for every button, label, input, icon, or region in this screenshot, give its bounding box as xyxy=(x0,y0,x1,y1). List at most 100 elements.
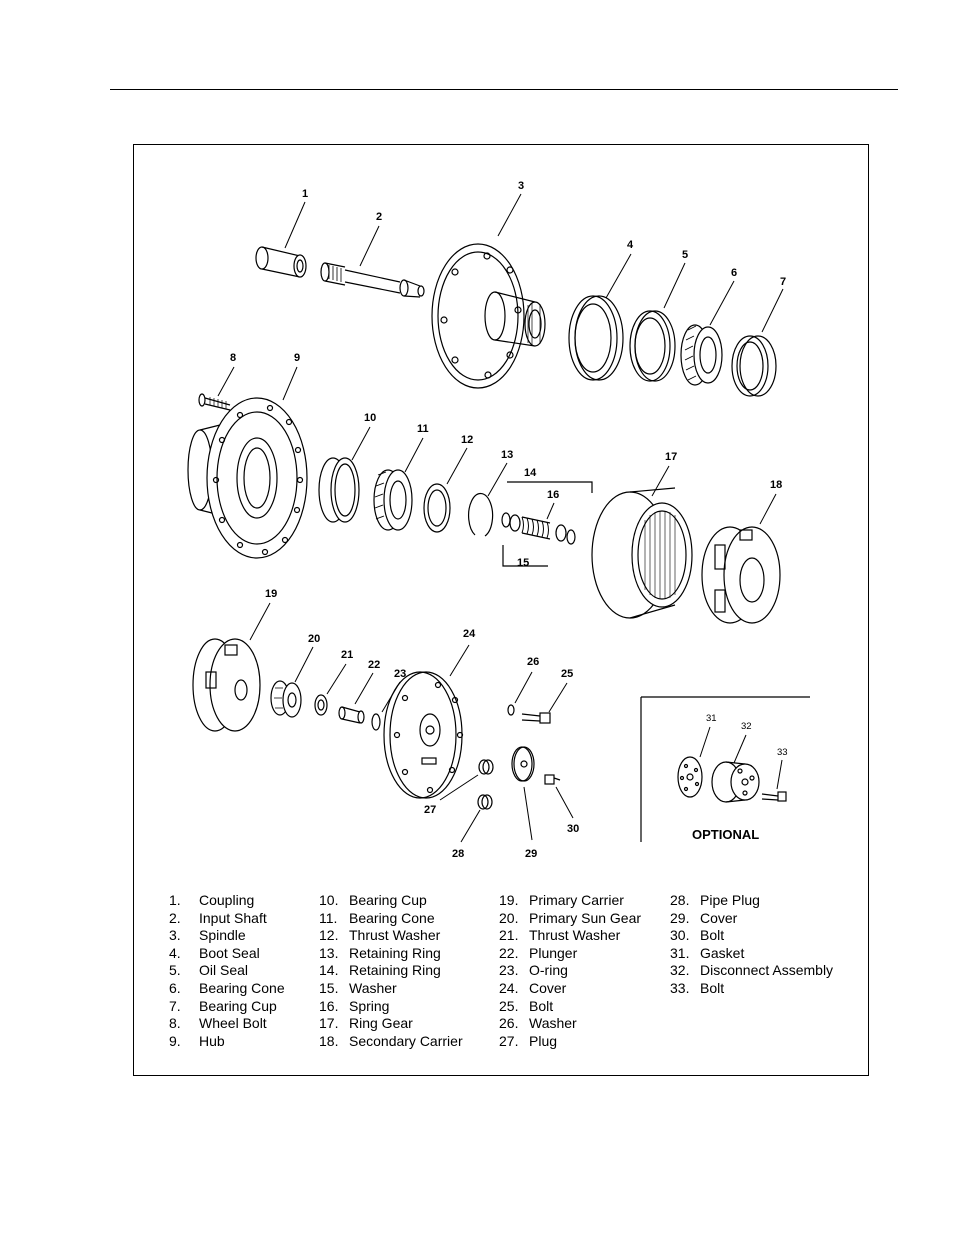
callout-33: 33 xyxy=(777,747,788,758)
legend-item: 29.Cover xyxy=(670,910,833,928)
legend-item: 32.Disconnect Assembly xyxy=(670,962,833,980)
legend-item: 18.Secondary Carrier xyxy=(319,1033,463,1051)
legend-name: Bolt xyxy=(700,927,725,944)
legend-name: Bearing Cup xyxy=(349,892,427,908)
legend-item: 16.Spring xyxy=(319,998,463,1016)
legend-name: Retaining Ring xyxy=(349,962,441,979)
thrust-washer-part xyxy=(423,483,451,533)
callout-31: 31 xyxy=(706,713,717,724)
washer-part xyxy=(507,704,515,716)
legend-item: 11.Bearing Cone xyxy=(319,910,463,928)
figure-frame xyxy=(133,144,869,1076)
legend-name: Washer xyxy=(349,979,397,996)
legend-name: Disconnect Assembly xyxy=(700,962,834,979)
legend-name: Cover xyxy=(529,979,567,996)
optional-label: OPTIONAL xyxy=(692,827,759,842)
callout-3: 3 xyxy=(518,180,524,192)
input-shaft-part xyxy=(320,262,425,298)
cover-2-part xyxy=(511,746,535,782)
legend-name: Bolt xyxy=(529,997,554,1014)
legend-item: 25. Bolt xyxy=(499,998,641,1016)
legend-number: 23. xyxy=(499,962,519,979)
callout-26: 26 xyxy=(527,656,539,668)
coupling-part xyxy=(255,246,307,278)
legend-number: 15. xyxy=(319,979,339,996)
legend-number: 1. xyxy=(169,892,181,908)
legend-number: 10. xyxy=(319,892,339,908)
hub-part xyxy=(187,397,308,559)
legend-name: Ring Gear xyxy=(349,1015,413,1032)
legend-number: 6. xyxy=(169,979,181,996)
callout-6: 6 xyxy=(731,267,737,279)
legend-number: 3. xyxy=(169,927,181,944)
legend-number: 26. xyxy=(499,1015,519,1032)
legend-name: Bearing Cone xyxy=(349,909,435,926)
legend-number: 27. xyxy=(499,1032,519,1049)
legend-name: Spindle xyxy=(199,927,246,944)
legend-number: 13. xyxy=(319,944,339,961)
legend-item: 8.Wheel Bolt xyxy=(169,1015,285,1033)
legend-number: 9. xyxy=(169,1032,181,1049)
legend-number: 19. xyxy=(499,892,519,908)
primary-carrier-part xyxy=(192,638,261,732)
legend-item: 23. O-ring xyxy=(499,962,641,980)
spring-assembly-part xyxy=(501,481,593,567)
callout-numbers: 1 2 3 4 5 6 7 8 9 10 11 12 13 14 15 16 1… xyxy=(230,180,788,860)
legend-item: 28.Pipe Plug xyxy=(670,892,833,910)
legend-name: Thrust Washer xyxy=(349,927,441,944)
legend-number: 5. xyxy=(169,962,181,979)
callout-1: 1 xyxy=(302,188,308,200)
callout-12: 12 xyxy=(461,434,473,446)
ring-gear-part xyxy=(591,487,693,619)
legend-name: Plunger xyxy=(529,944,578,961)
callout-13: 13 xyxy=(501,449,513,461)
primary-sun-gear-part xyxy=(270,680,302,718)
boot-seal-part xyxy=(568,295,624,381)
legend-name: Plug xyxy=(529,1032,558,1049)
bolt-3-part xyxy=(761,791,787,802)
bolt-2-part xyxy=(544,774,561,785)
retaining-ring-part xyxy=(468,492,494,537)
legend-number: 18. xyxy=(319,1032,339,1049)
legend-name: Primary Sun Gear xyxy=(529,909,642,926)
spindle-part xyxy=(431,243,546,389)
callout-15: 15 xyxy=(517,557,529,569)
bearing-cup-2-part xyxy=(318,457,360,523)
pipe-plug-part xyxy=(477,794,493,810)
legend-item: 13. Retaining Ring xyxy=(319,945,463,963)
callout-16: 16 xyxy=(547,489,559,501)
callout-17: 17 xyxy=(665,451,677,463)
callout-4: 4 xyxy=(627,239,634,251)
callout-19: 19 xyxy=(265,588,277,600)
legend-name: Retaining Ring xyxy=(349,944,441,961)
optional-box xyxy=(640,696,810,842)
legend-item: 20.Primary Sun Gear xyxy=(499,910,641,928)
legend-name: Oil Seal xyxy=(199,962,249,979)
legend-number: 30. xyxy=(670,927,690,944)
disconnect-assembly-part xyxy=(711,761,760,803)
legend-item: 14.Retaining Ring xyxy=(319,962,463,980)
callout-7: 7 xyxy=(780,276,786,288)
legend-number: 33. xyxy=(670,979,690,996)
callout-32: 32 xyxy=(741,721,752,732)
callout-8: 8 xyxy=(230,352,236,364)
legend-item: 2.Input Shaft xyxy=(169,910,285,928)
legend-number: 12. xyxy=(319,927,339,944)
legend-name: Primary Carrier xyxy=(529,892,624,908)
legend-item: 7.Bearing Cup xyxy=(169,998,285,1016)
legend-number: 25. xyxy=(499,997,519,1014)
bolt-part xyxy=(521,712,551,724)
callout-14: 14 xyxy=(524,467,537,479)
legend-name: Washer xyxy=(529,1015,577,1032)
legend-item: 17.Ring Gear xyxy=(319,1015,463,1033)
wheel-bolt-part xyxy=(198,393,231,411)
legend-item: 6.Bearing Cone xyxy=(169,980,285,998)
legend-number: 16. xyxy=(319,997,339,1014)
o-ring-part xyxy=(371,713,381,731)
plunger-part xyxy=(338,706,365,724)
secondary-carrier-part xyxy=(701,526,781,624)
legend-name: O-ring xyxy=(529,962,568,979)
legend-name: Boot Seal xyxy=(199,944,260,961)
legend-number: 28. xyxy=(670,892,690,908)
